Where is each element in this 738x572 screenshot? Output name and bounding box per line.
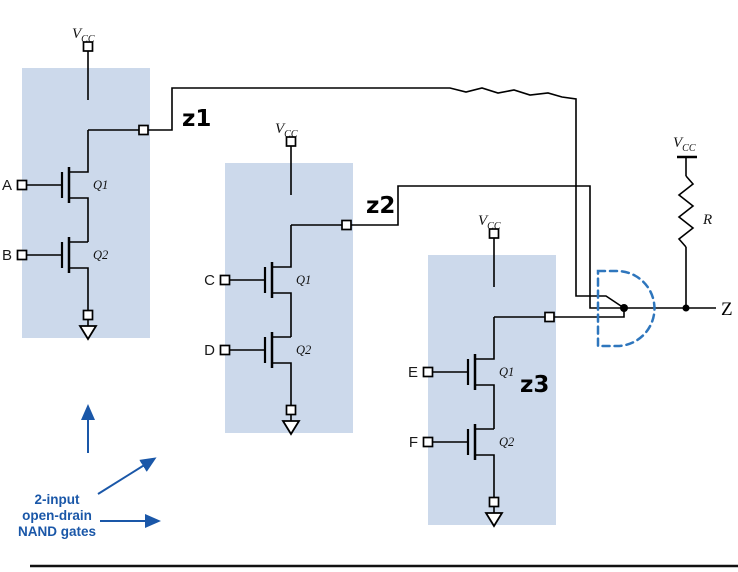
vcc-v-gate2: V [275,121,286,137]
output-label-z1: z1 [182,106,211,132]
vcc-label-pullup: VCC [673,135,696,154]
vcc-sub-gate1: CC [81,34,95,45]
input-label-a: A [2,177,12,194]
vcc-sub-gate3: CC [487,221,501,232]
nand-gate-1 [16,40,152,341]
input-label-b: B [2,247,12,264]
vcc-sub-gate2: CC [284,129,298,140]
vcc-label-gate2: VCC [275,121,298,140]
input-label-e: E [408,364,418,381]
vcc-v-gate1: V [72,26,83,42]
output-label-z3: z3 [520,372,549,398]
wired-and-junction-dot [620,304,628,312]
vcc-label-gate3: VCC [478,213,501,232]
vcc-sub-pullup: CC [682,143,696,154]
input-label-d: D [204,342,215,359]
vcc-v-gate3: V [478,213,489,229]
input-label-c: C [204,272,215,289]
callout-arrow-diagonal-icon [97,457,157,495]
caption-line-2: open-drain [22,508,92,523]
resistor-label: R [702,212,712,228]
caption-line-1: 2-input [35,492,80,507]
output-label-z2: z2 [366,193,395,219]
input-label-f: F [409,434,418,451]
caption-line-3: NAND gates [18,524,96,539]
vcc-label-gate1: VCC [72,26,95,45]
wire-z1 [148,87,625,309]
resistor-zigzag [677,175,695,248]
nand-gate-2 [219,135,355,436]
vcc-v-pullup: V [673,135,684,151]
output-node-label: Z [721,299,733,320]
wire-z2 [351,185,621,309]
wired-and-gate-outline [596,269,656,348]
wire-z3 [554,311,625,318]
